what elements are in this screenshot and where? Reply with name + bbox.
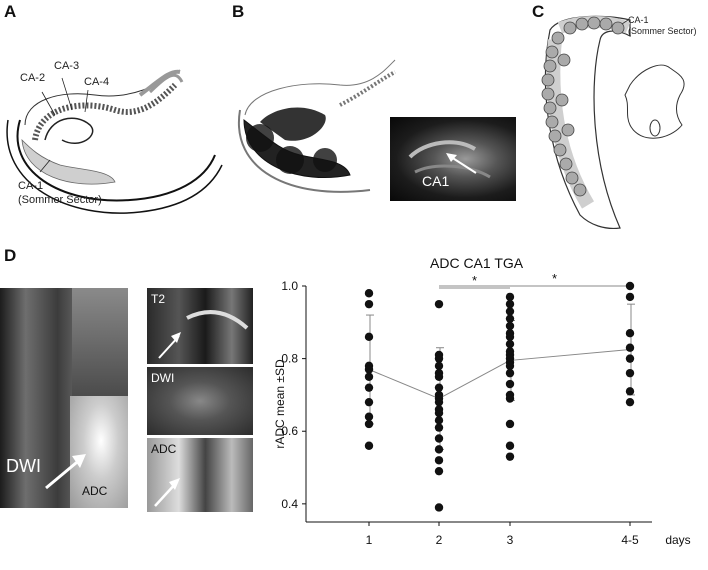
data-point — [364, 397, 374, 407]
label-ca4-a: CA-4 — [84, 76, 110, 88]
data-point — [434, 354, 444, 363]
data-point — [625, 343, 635, 352]
y-axis-label: rADC mean ±SD — [273, 359, 287, 449]
data-point — [505, 361, 515, 371]
y-tick-label: 0.8 — [281, 352, 298, 366]
data-point — [364, 289, 374, 298]
panel-letter-d: D — [4, 246, 17, 265]
radc-scatter-chart: 0.4 0.6 0.8 1.0 1 2 3 4-5 days rADC mean ±SD * * — [273, 271, 691, 547]
data-point — [434, 423, 444, 432]
label-sommer-sector-c: (Sommer Sector) — [628, 26, 697, 36]
chart-title: ADC CA1 TGA — [430, 255, 524, 271]
data-point — [625, 281, 635, 291]
y-tick-label: 1.0 — [281, 279, 298, 293]
x-tick-label: 1 — [366, 533, 373, 547]
label-ca2-a: CA-2 — [20, 72, 46, 84]
data-point — [505, 332, 515, 342]
data-point — [505, 307, 515, 316]
adc-mri-small: ADC — [147, 438, 253, 512]
dwi-mri-small: DWI — [147, 367, 253, 435]
mean-line — [368, 349, 631, 400]
data-point — [625, 368, 635, 378]
dwi-label-small: DWI — [151, 371, 175, 385]
data-point — [505, 339, 515, 349]
data-point — [434, 445, 444, 454]
data-point — [434, 408, 444, 418]
x-tick-label: 2 — [436, 533, 443, 547]
data-point — [364, 332, 374, 342]
data-point — [625, 329, 635, 338]
data-point — [364, 412, 374, 421]
data-point — [434, 372, 444, 381]
data-point — [364, 299, 374, 309]
data-point — [434, 397, 444, 407]
data-point — [505, 452, 515, 461]
significance-star: * — [472, 273, 477, 288]
data-point — [364, 365, 374, 374]
data-point — [505, 419, 515, 429]
data-point — [505, 292, 515, 302]
inset-label-ca1: CA1 — [422, 173, 450, 189]
data-point — [625, 387, 635, 396]
data-point — [364, 372, 374, 381]
adc-mri-inset: ADC — [70, 396, 128, 508]
significance-star: * — [552, 271, 557, 286]
panel-letter-a: A — [4, 2, 17, 21]
adc-label-small: ADC — [151, 442, 177, 456]
data-point — [505, 379, 515, 389]
data-point — [434, 383, 444, 392]
data-point — [505, 299, 515, 309]
data-point — [434, 299, 444, 309]
data-point — [505, 394, 515, 403]
data-point — [625, 397, 635, 407]
data-point — [364, 441, 374, 450]
hippocampus-schematic-b — [237, 59, 396, 193]
hippocampus-outline-c — [541, 15, 685, 230]
hippocampus-schematic-a — [6, 69, 223, 214]
data-point — [505, 314, 515, 323]
data-point — [625, 292, 635, 302]
data-point — [434, 361, 444, 371]
mri-inset-ca1: CA1 — [390, 117, 516, 201]
data-point — [625, 354, 635, 363]
data-point — [505, 321, 515, 331]
data-point — [505, 368, 515, 378]
label-sommer-sector-a: (Sommer Sector) — [18, 194, 102, 206]
adc-label-large: ADC — [82, 484, 108, 498]
t2-label: T2 — [151, 292, 166, 306]
data-point — [434, 416, 444, 425]
y-tick-label: 0.6 — [281, 424, 298, 438]
data-point — [434, 434, 444, 443]
t2-mri: T2 — [147, 288, 253, 364]
data-point — [364, 383, 374, 392]
data-point — [364, 419, 374, 429]
label-ca1-c: CA-1 — [628, 15, 649, 25]
dwi-label-large: DWI — [6, 456, 41, 476]
label-ca1-a: CA-1 — [18, 180, 44, 192]
data-point — [434, 466, 444, 476]
y-tick-label: 0.4 — [281, 497, 298, 511]
data-point — [434, 503, 444, 512]
panel-letter-c: C — [532, 2, 545, 21]
dwi-mri-large: ADC DWI — [0, 288, 128, 508]
data-point — [505, 441, 515, 450]
x-axis-label: days — [665, 533, 690, 547]
x-tick-label: 3 — [507, 533, 514, 547]
x-tick-label: 4-5 — [621, 533, 639, 547]
data-point — [434, 456, 444, 465]
label-ca3-a: CA-3 — [54, 60, 80, 72]
panel-letter-b: B — [232, 2, 245, 21]
